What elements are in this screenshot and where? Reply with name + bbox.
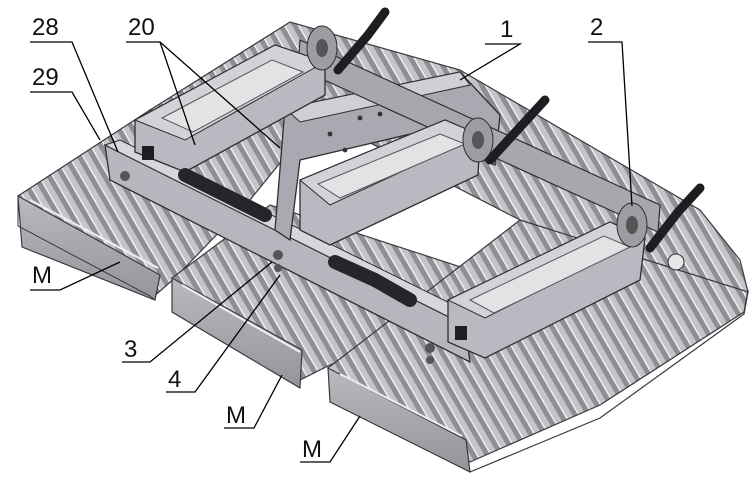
driver-box-left [133,44,327,173]
label-4: 4 [168,366,182,393]
lever-handle-icon [333,7,705,271]
hinge-left [306,25,338,71]
hinge-right [616,202,648,248]
cable-connectors [178,168,417,307]
driver-box-middle [299,119,482,246]
label-29: 29 [32,64,59,91]
label-m-left: M [32,262,52,289]
driver-box-right [446,221,647,359]
label-1: 1 [500,16,514,43]
label-3: 3 [124,336,138,363]
label-m-right: M [302,436,322,463]
label-2: 2 [590,14,604,41]
label-m-middle: M [226,402,246,429]
hinge-middle [462,117,494,163]
leader-lines [30,41,633,463]
label-28: 28 [32,14,59,41]
label-20: 20 [128,14,155,41]
